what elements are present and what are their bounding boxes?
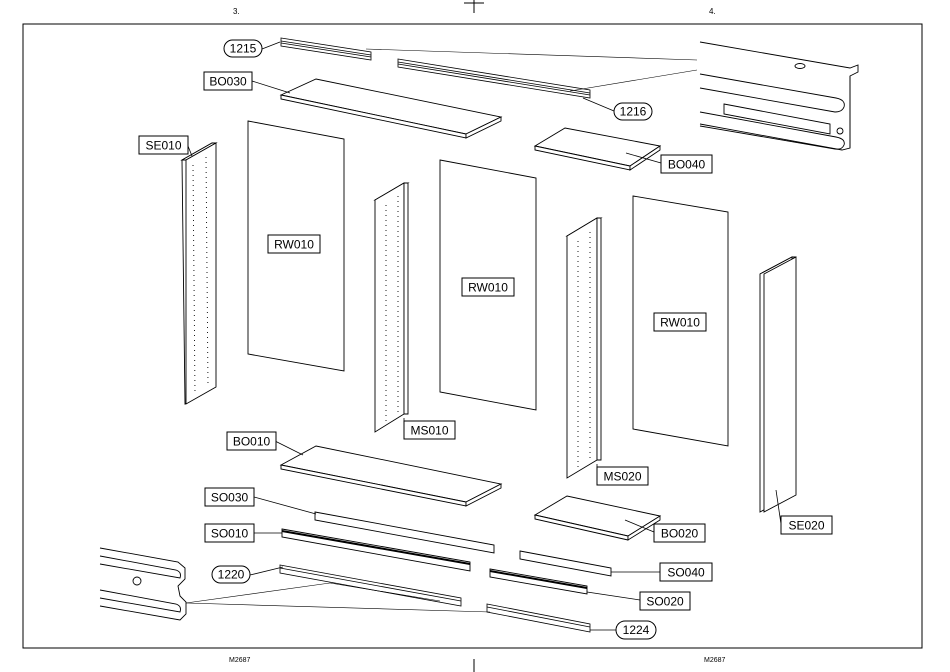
shelf-bo030 bbox=[281, 79, 501, 138]
part-number-1215: 1215 bbox=[230, 42, 257, 56]
part-label-ms010: MS010 bbox=[404, 421, 455, 439]
part-code-bo020: BO020 bbox=[661, 527, 699, 541]
middle-panel-ms020 bbox=[567, 218, 601, 478]
part-number-1224: 1224 bbox=[623, 623, 650, 637]
part-number-1220: 1220 bbox=[218, 568, 245, 582]
part-label-bo020: BO020 bbox=[654, 524, 705, 542]
part-code-so040: SO040 bbox=[667, 566, 705, 580]
part-code-ms010: MS010 bbox=[410, 424, 448, 438]
part-code-so030: SO030 bbox=[211, 491, 249, 505]
shelf-bo020 bbox=[535, 496, 660, 540]
rail-detail-bottom bbox=[100, 548, 186, 620]
part-label-rw010-left: RW010 bbox=[268, 235, 320, 253]
part-code-se020: SE020 bbox=[788, 519, 824, 533]
part-code-rw010-left: RW010 bbox=[274, 238, 314, 252]
part-label-so040: SO040 bbox=[660, 563, 712, 581]
side-panel-se010 bbox=[182, 143, 216, 404]
side-panel-se020 bbox=[760, 257, 796, 512]
part-code-bo010: BO010 bbox=[233, 435, 271, 449]
part-label-1215: 1215 bbox=[224, 40, 262, 57]
part-number-1216: 1216 bbox=[620, 105, 647, 119]
part-label-bo040: BO040 bbox=[661, 155, 712, 173]
plinth-so020 bbox=[490, 569, 587, 594]
part-label-rw010-right: RW010 bbox=[654, 313, 706, 331]
part-label-bo030: BO030 bbox=[204, 72, 252, 90]
part-label-1216: 1216 bbox=[614, 103, 652, 120]
part-label-ms020: MS020 bbox=[597, 467, 648, 485]
plinth-so040 bbox=[520, 551, 611, 576]
part-label-so030: SO030 bbox=[205, 488, 254, 506]
part-code-rw010-center: RW010 bbox=[468, 281, 508, 295]
part-label-bo010: BO010 bbox=[227, 432, 276, 450]
part-label-so010: SO010 bbox=[205, 524, 254, 542]
part-code-bo030: BO030 bbox=[209, 75, 247, 89]
part-code-so010: SO010 bbox=[211, 527, 249, 541]
part-label-1224: 1224 bbox=[616, 621, 656, 639]
middle-panel-ms010 bbox=[375, 183, 408, 432]
part-label-se010: SE010 bbox=[139, 136, 188, 154]
rail-1215 bbox=[281, 38, 371, 60]
part-code-rw010-right: RW010 bbox=[660, 316, 700, 330]
rail-1224 bbox=[487, 604, 590, 632]
part-code-se010: SE010 bbox=[145, 139, 181, 153]
rail-detail-top bbox=[700, 42, 858, 150]
rail-1216 bbox=[398, 59, 590, 98]
shelf-bo010 bbox=[281, 446, 501, 506]
part-label-so020: SO020 bbox=[640, 592, 690, 610]
shelf-bo040 bbox=[535, 128, 660, 170]
part-label-1220: 1220 bbox=[212, 566, 250, 583]
part-code-so020: SO020 bbox=[646, 595, 684, 609]
part-label-rw010-center: RW010 bbox=[462, 278, 514, 296]
part-label-se020: SE020 bbox=[781, 516, 832, 534]
part-code-ms020: MS020 bbox=[603, 470, 641, 484]
part-code-bo040: BO040 bbox=[668, 158, 706, 172]
